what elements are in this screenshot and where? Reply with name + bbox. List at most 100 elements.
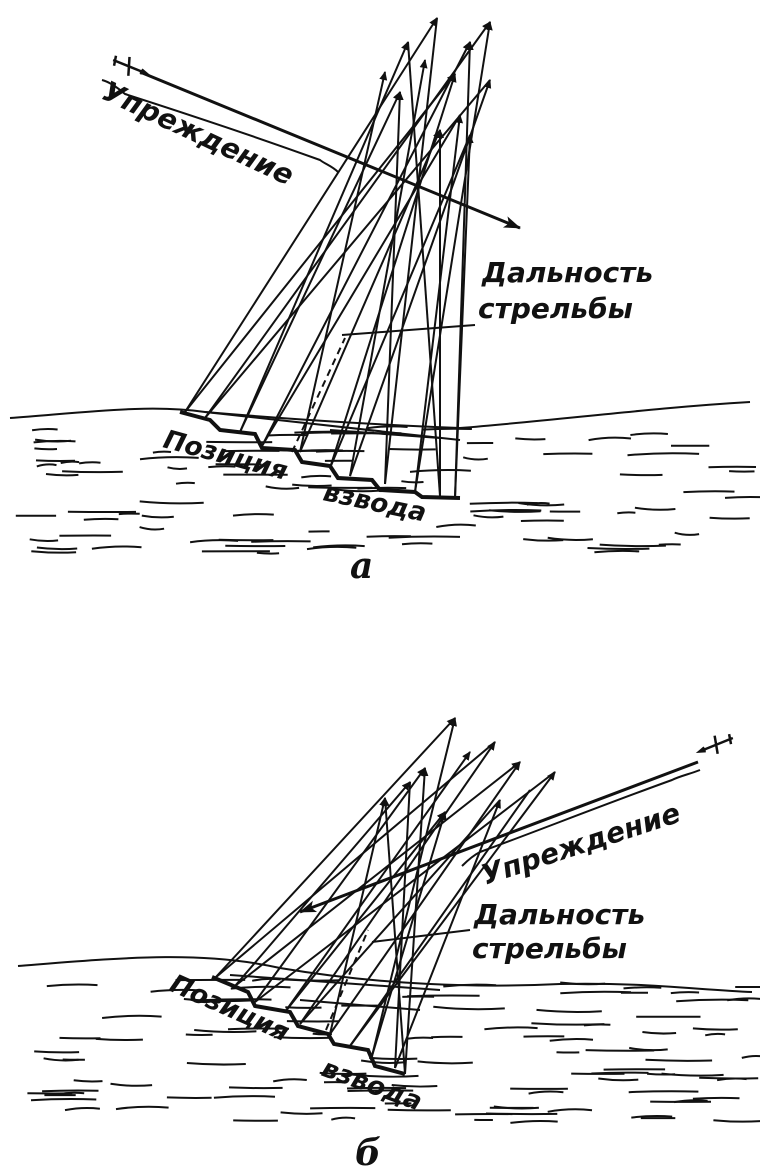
terrain-stroke bbox=[360, 1059, 407, 1064]
trajectory-line bbox=[261, 114, 461, 447]
terrain-stroke bbox=[674, 531, 700, 536]
range-leader-b bbox=[371, 929, 471, 943]
terrain-stroke bbox=[101, 1014, 162, 1019]
range-label-a-line1: Дальность bbox=[481, 256, 653, 289]
terrain-stroke bbox=[708, 465, 757, 469]
terrain-stroke bbox=[536, 1008, 602, 1013]
trajectory-line bbox=[299, 71, 388, 453]
terrain-stroke bbox=[587, 547, 650, 550]
terrain-stroke bbox=[585, 1049, 655, 1052]
trajectory-line bbox=[299, 129, 441, 453]
horizon-line-b bbox=[17, 956, 753, 993]
terrain-stroke bbox=[200, 998, 272, 1002]
terrain-stroke bbox=[334, 488, 380, 493]
terrain-stroke bbox=[692, 1027, 738, 1031]
terrain-stroke bbox=[34, 447, 58, 451]
terrain-stroke bbox=[485, 1112, 558, 1116]
trajectory-line bbox=[381, 797, 406, 1075]
terrain-stroke bbox=[42, 1089, 99, 1093]
terrain-stroke bbox=[45, 473, 79, 477]
target-flight-path-b bbox=[299, 760, 699, 914]
trajectory-line bbox=[414, 114, 464, 493]
trajectory-line bbox=[214, 717, 456, 979]
trajectory-line bbox=[234, 761, 521, 987]
trajectory-line bbox=[349, 59, 428, 477]
range-label-b-line2: стрельбы bbox=[472, 932, 627, 965]
range-label-a-line2: стрельбы bbox=[478, 292, 633, 325]
platoon-position-line-b bbox=[211, 975, 406, 1076]
terrain-stroke bbox=[588, 436, 632, 442]
terrain-stroke bbox=[401, 480, 424, 484]
lead-brace-a bbox=[101, 79, 339, 173]
terrain-stroke bbox=[213, 1095, 276, 1099]
terrain-stroke bbox=[421, 427, 472, 431]
terrain-stroke bbox=[351, 1073, 419, 1078]
terrain-stroke bbox=[623, 986, 662, 990]
terrain-stroke bbox=[34, 1050, 80, 1054]
terrain-stroke bbox=[515, 437, 546, 441]
terrain-b bbox=[27, 977, 760, 1124]
range-dashed-line-a bbox=[291, 337, 346, 453]
terrain-stroke bbox=[547, 1108, 593, 1113]
terrain-stroke bbox=[78, 461, 101, 465]
terrain-stroke bbox=[709, 516, 750, 520]
trajectory-line bbox=[329, 134, 471, 469]
trajectory-line bbox=[414, 21, 493, 493]
terrain-stroke bbox=[194, 1029, 257, 1034]
terrain-stroke bbox=[36, 546, 78, 551]
trajectory-line bbox=[204, 79, 491, 419]
lead-brace-b bbox=[461, 769, 701, 867]
terrain-stroke bbox=[266, 433, 309, 437]
terrain-stroke bbox=[560, 990, 632, 995]
terrain-stroke bbox=[227, 1027, 290, 1031]
terrain-stroke bbox=[115, 1105, 169, 1111]
platoon-position-line-a bbox=[179, 410, 461, 500]
trajectory-line bbox=[254, 767, 426, 1003]
terrain-stroke bbox=[692, 1096, 740, 1100]
terrain-stroke bbox=[631, 1115, 673, 1119]
terrain-stroke bbox=[642, 1031, 677, 1035]
cross-line bbox=[204, 411, 461, 441]
terrain-stroke bbox=[619, 473, 663, 477]
figure-a-caption: а bbox=[350, 545, 373, 587]
terrain-stroke bbox=[598, 1077, 639, 1082]
terrain-stroke bbox=[436, 523, 476, 528]
terrain-stroke bbox=[185, 1033, 213, 1037]
cross-line bbox=[329, 429, 441, 439]
terrain-stroke bbox=[473, 514, 504, 519]
terrain-stroke bbox=[95, 1037, 143, 1042]
terrain-stroke bbox=[594, 549, 640, 554]
terrain-stroke bbox=[280, 1111, 323, 1115]
terrain-stroke bbox=[346, 1086, 407, 1090]
trajectory-line bbox=[239, 41, 409, 433]
terrain-stroke bbox=[634, 506, 676, 511]
trajectory-line bbox=[329, 797, 388, 1035]
terrain-stroke bbox=[183, 998, 253, 1003]
terrain-stroke bbox=[484, 1026, 538, 1031]
terrain-stroke bbox=[518, 502, 565, 507]
terrain-stroke bbox=[470, 508, 542, 513]
trajectory-line bbox=[349, 789, 531, 1047]
trajectory-line bbox=[239, 91, 401, 433]
airplane-icon-b bbox=[695, 733, 734, 755]
cross-line bbox=[229, 974, 441, 991]
terrain-stroke bbox=[251, 540, 311, 543]
terrain-stroke bbox=[83, 517, 119, 521]
trajectory-line bbox=[184, 17, 438, 413]
terrain-stroke bbox=[683, 490, 735, 494]
position-label-a-word1: Позиция bbox=[160, 425, 291, 487]
airplane-icon bbox=[112, 55, 151, 76]
terrain-stroke bbox=[462, 456, 488, 461]
range-dashed-line-b bbox=[325, 929, 369, 1031]
terrain-stroke bbox=[716, 1077, 747, 1082]
terrain-stroke bbox=[670, 991, 700, 995]
terrain-stroke bbox=[388, 448, 436, 451]
terrain-stroke bbox=[175, 481, 195, 485]
terrain-stroke bbox=[369, 1056, 418, 1061]
trajectory-line bbox=[384, 91, 404, 485]
terrain-stroke bbox=[528, 1090, 564, 1095]
terrain-stroke bbox=[208, 465, 236, 469]
terrain-stroke bbox=[228, 1086, 283, 1090]
terrain-stroke bbox=[417, 1060, 473, 1065]
terrain-stroke bbox=[62, 470, 123, 474]
